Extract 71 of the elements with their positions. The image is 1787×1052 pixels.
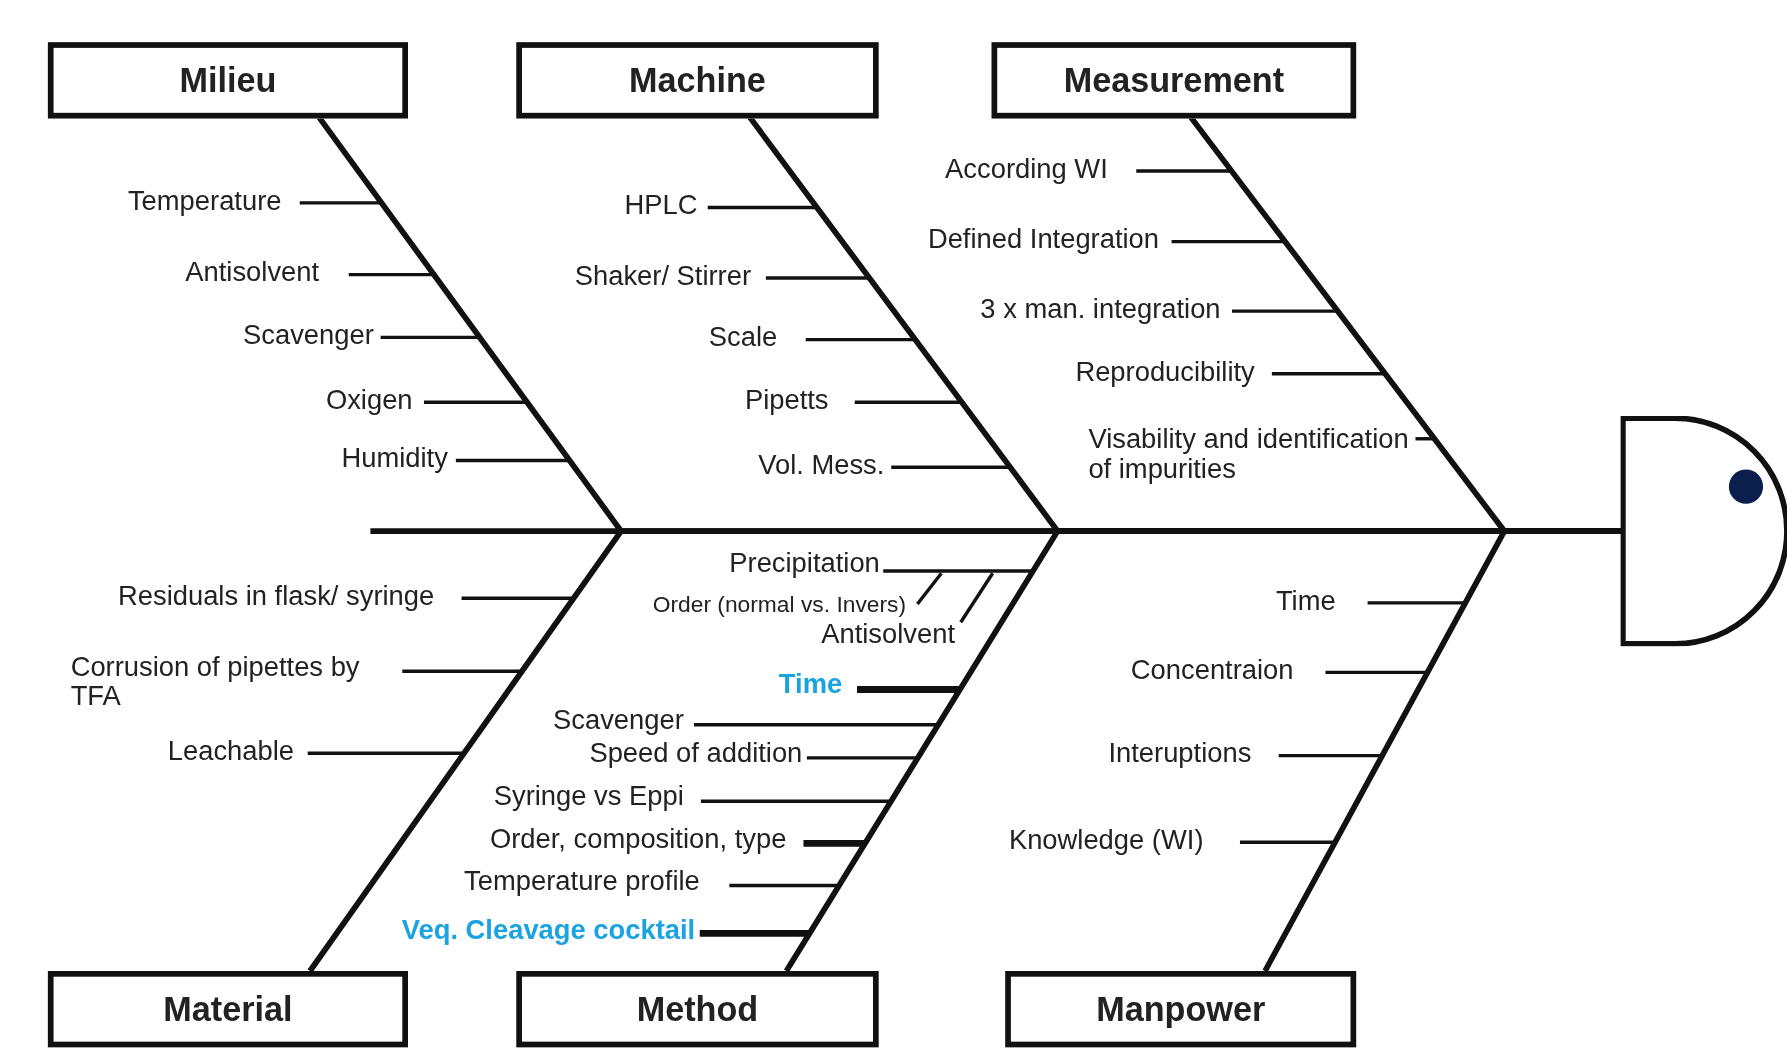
cause-label: Time bbox=[1275, 585, 1336, 616]
cause-label: Syringe vs Eppi bbox=[493, 780, 684, 811]
category-box: Manpower bbox=[1005, 971, 1357, 1048]
branch-line bbox=[455, 458, 570, 463]
cause-label: Scavenger bbox=[553, 705, 684, 736]
cause-label: Reproducibility bbox=[1075, 356, 1255, 387]
branch-line bbox=[461, 596, 574, 601]
category-box: Machine bbox=[516, 42, 879, 119]
branch-line bbox=[402, 669, 522, 673]
branch-line bbox=[803, 839, 866, 847]
cause-label: Antisolvent bbox=[821, 618, 956, 649]
branch-line bbox=[307, 751, 464, 756]
cause-label: Knowledge (WI) bbox=[1008, 825, 1204, 855]
cause-label: Precipitation bbox=[729, 548, 880, 578]
branch-line bbox=[1232, 309, 1338, 313]
branch-line bbox=[1271, 372, 1386, 376]
branch-line bbox=[959, 572, 995, 624]
cause-label: Scale bbox=[708, 322, 778, 353]
branch-line bbox=[1278, 753, 1383, 758]
branch-line bbox=[1367, 601, 1466, 605]
branch-line bbox=[765, 276, 870, 280]
fish-head-shape bbox=[1620, 416, 1787, 647]
branch-line bbox=[1136, 169, 1232, 173]
cause-label: Speed of addition bbox=[589, 738, 803, 769]
cause-label: Temperature profile bbox=[464, 866, 700, 896]
category-box: Material bbox=[47, 971, 408, 1048]
cause-label: Leachable bbox=[167, 736, 295, 766]
cause-label: Interuptions bbox=[1108, 738, 1252, 769]
branch-line bbox=[1171, 239, 1286, 244]
branch-line bbox=[806, 756, 918, 760]
branch-line bbox=[348, 272, 434, 277]
branch-line bbox=[380, 335, 480, 340]
cause-label: Order (normal vs. Invers) bbox=[652, 589, 907, 619]
cause-label: Vol. Mess. bbox=[758, 450, 885, 480]
cause-label: Visability and identification of impurities bbox=[1088, 423, 1419, 484]
branch-line bbox=[694, 723, 939, 727]
branch-line bbox=[854, 400, 962, 404]
cause-label: Veq. Cleavage cocktail bbox=[401, 915, 696, 945]
branch-line bbox=[729, 883, 840, 888]
category-box: Method bbox=[516, 971, 879, 1048]
branch-line bbox=[700, 799, 892, 803]
cause-label: Antisolvent bbox=[185, 257, 320, 288]
branch-line bbox=[707, 205, 817, 210]
cause-label: Order, composition, type bbox=[489, 824, 787, 854]
cause-label: Shaker/ Stirrer bbox=[574, 261, 752, 291]
branch-line bbox=[1415, 437, 1435, 441]
branch-line bbox=[1239, 840, 1336, 844]
cause-label: Pipetts bbox=[744, 385, 829, 415]
category-box: Measurement bbox=[991, 42, 1357, 119]
cause-label: Residuals in flask/ syringe bbox=[118, 581, 435, 611]
cause-label: Corrusion of pipettes by TFA bbox=[70, 651, 402, 712]
cause-label: Scavenger bbox=[243, 320, 374, 350]
cause-label: Concentraion bbox=[1130, 655, 1294, 685]
bone-line bbox=[1262, 528, 1621, 973]
branch-line bbox=[805, 337, 916, 342]
cause-label: Temperature bbox=[127, 185, 282, 216]
cause-label: According WI bbox=[945, 153, 1108, 184]
branch-line bbox=[916, 572, 943, 606]
cause-label: Humidity bbox=[341, 443, 448, 473]
cause-label: Time bbox=[778, 669, 843, 699]
branch-line bbox=[423, 400, 528, 404]
branch-line bbox=[1325, 670, 1428, 675]
branch-line bbox=[299, 201, 382, 205]
cause-label: 3 x man. integration bbox=[980, 294, 1221, 324]
category-box: Milieu bbox=[47, 42, 408, 119]
branch-line bbox=[699, 929, 810, 937]
branch-line bbox=[891, 465, 1011, 469]
branch-line bbox=[883, 569, 1033, 573]
cause-label: HPLC bbox=[624, 190, 698, 220]
cause-label: Defined Integration bbox=[927, 224, 1160, 255]
cause-label: Oxigen bbox=[325, 385, 413, 415]
